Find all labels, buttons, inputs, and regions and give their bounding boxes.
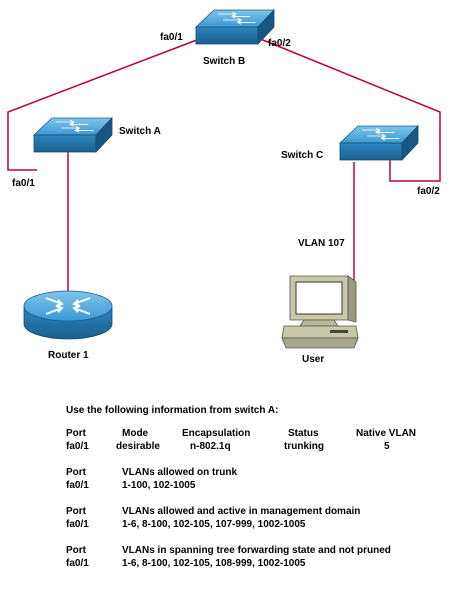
table2-value-row: fa0/1 1-100, 102-1005 (66, 479, 446, 492)
link-b-a (7, 37, 203, 171)
switch-b-port-right: fa0/2 (268, 38, 291, 49)
table1-header: Mode (122, 428, 149, 439)
link-b-c (257, 37, 441, 182)
table4-header-row: Port VLANs in spanning tree forwarding s… (66, 544, 446, 557)
table2-header-row: Port VLANs allowed on trunk (66, 466, 446, 479)
switch-b-label: Switch B (203, 56, 246, 67)
table2-header: VLANs allowed on trunk (122, 467, 238, 478)
table4-value-row: fa0/1 1-6, 8-100, 102-105, 108-999, 1002… (66, 557, 446, 570)
table2-value: fa0/1 (66, 480, 89, 491)
switch-a-port: fa0/1 (12, 178, 35, 189)
table1-header: Native VLAN (356, 428, 417, 439)
switch-a-icon (32, 116, 113, 154)
user-pc-icon (281, 275, 359, 349)
table2-value: 1-100, 102-1005 (122, 480, 196, 491)
table4-header: VLANs in spanning tree forwarding state … (122, 545, 391, 556)
table3-value: fa0/1 (66, 519, 89, 530)
table1-value: desirable (116, 441, 160, 452)
table1-header: Encapsulation (182, 428, 251, 439)
table1-value: fa0/1 (66, 441, 89, 452)
table4-value: fa0/1 (66, 558, 89, 569)
table1-header: Status (288, 428, 319, 439)
switch-a-info: Use the following information from switc… (66, 404, 446, 570)
router-label: Router 1 (48, 350, 89, 361)
table3-header: VLANs allowed and active in management d… (122, 506, 361, 517)
switch-c-label: Switch C (281, 150, 324, 161)
table1-value: trunking (284, 441, 324, 452)
router-icon (23, 290, 113, 340)
user-label: User (302, 354, 325, 365)
user-vlan-label: VLAN 107 (298, 238, 345, 249)
switch-c-port: fa0/2 (417, 186, 440, 197)
switch-c-icon (338, 124, 419, 162)
info-heading: Use the following information from switc… (66, 405, 279, 416)
table3-header: Port (66, 506, 86, 517)
table4-value: 1-6, 8-100, 102-105, 108-999, 1002-1005 (122, 558, 306, 569)
table1-value-row: fa0/1 desirable n-802.1q trunking 5 (66, 440, 446, 453)
table4-header: Port (66, 545, 86, 556)
network-diagram (7, 8, 441, 349)
table3-value-row: fa0/1 1-6, 8-100, 102-105, 107-999, 1002… (66, 518, 446, 531)
table2-header: Port (66, 467, 86, 478)
table1-value: n-802.1q (190, 441, 231, 452)
table1-header: Port (66, 428, 86, 439)
switch-b-port-left: fa0/1 (160, 32, 183, 43)
switch-a-label: Switch A (119, 126, 161, 137)
switch-b-icon (194, 8, 275, 46)
table1-value: 5 (384, 441, 390, 452)
table1-header-row: Port Mode Encapsulation Status Native VL… (66, 427, 446, 440)
table3-header-row: Port VLANs allowed and active in managem… (66, 505, 446, 518)
table3-value: 1-6, 8-100, 102-105, 107-999, 1002-1005 (122, 519, 306, 530)
